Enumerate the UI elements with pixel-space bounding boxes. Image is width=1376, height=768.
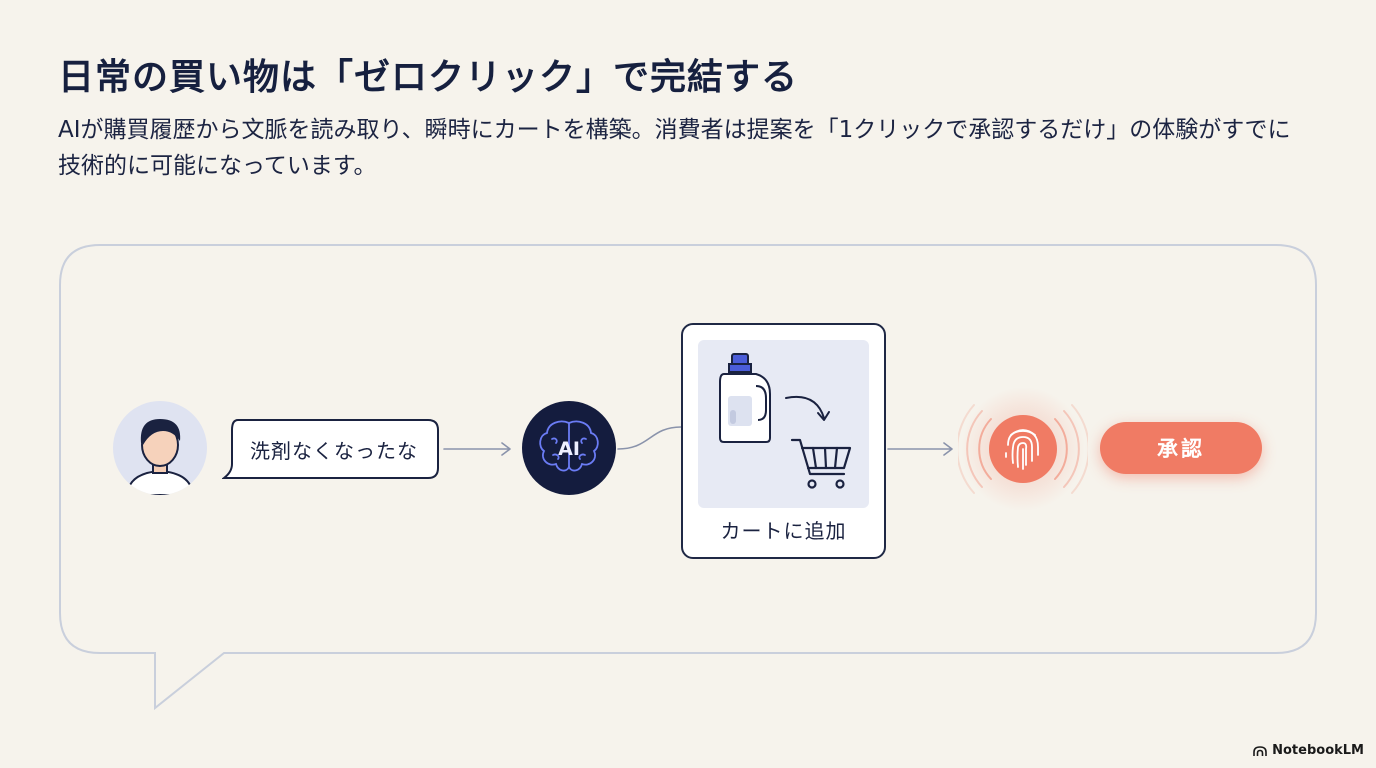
slide-subtitle: AIが購買履歴から文脈を読み取り、瞬時にカートを構築。消費者は提案を「1クリック… [58, 117, 1291, 179]
cart-label: カートに追加 [720, 519, 847, 543]
speech-text: 洗剤なくなったな [250, 438, 418, 463]
curved-arrow-icon [785, 396, 830, 421]
ai-brain-node: AI [522, 401, 616, 495]
cart-illustration [698, 340, 869, 508]
notebooklm-logo-icon [1253, 745, 1267, 756]
detergent-bottle-icon [719, 353, 771, 443]
arrow-speech-to-ai [443, 442, 511, 456]
ai-label: AI [558, 438, 580, 460]
approve-button[interactable]: 承認 [1100, 422, 1262, 474]
fingerprint-icon [1005, 429, 1039, 470]
speech-bubble [222, 419, 439, 479]
brain-icon [539, 420, 599, 472]
person-avatar [113, 401, 207, 495]
brand-name: NotebookLM [1272, 743, 1364, 758]
shopping-cart-icon [790, 438, 852, 489]
arrow-cart-to-fingerprint [887, 442, 953, 456]
slide-title: 日常の買い物は「ゼロクリック」で完結する [58, 57, 799, 98]
add-to-cart-card: カートに追加 [681, 323, 886, 559]
fingerprint-sensor[interactable] [958, 385, 1088, 513]
brand-watermark: NotebookLM [1253, 743, 1364, 758]
connector-ai-to-cart [617, 426, 682, 450]
